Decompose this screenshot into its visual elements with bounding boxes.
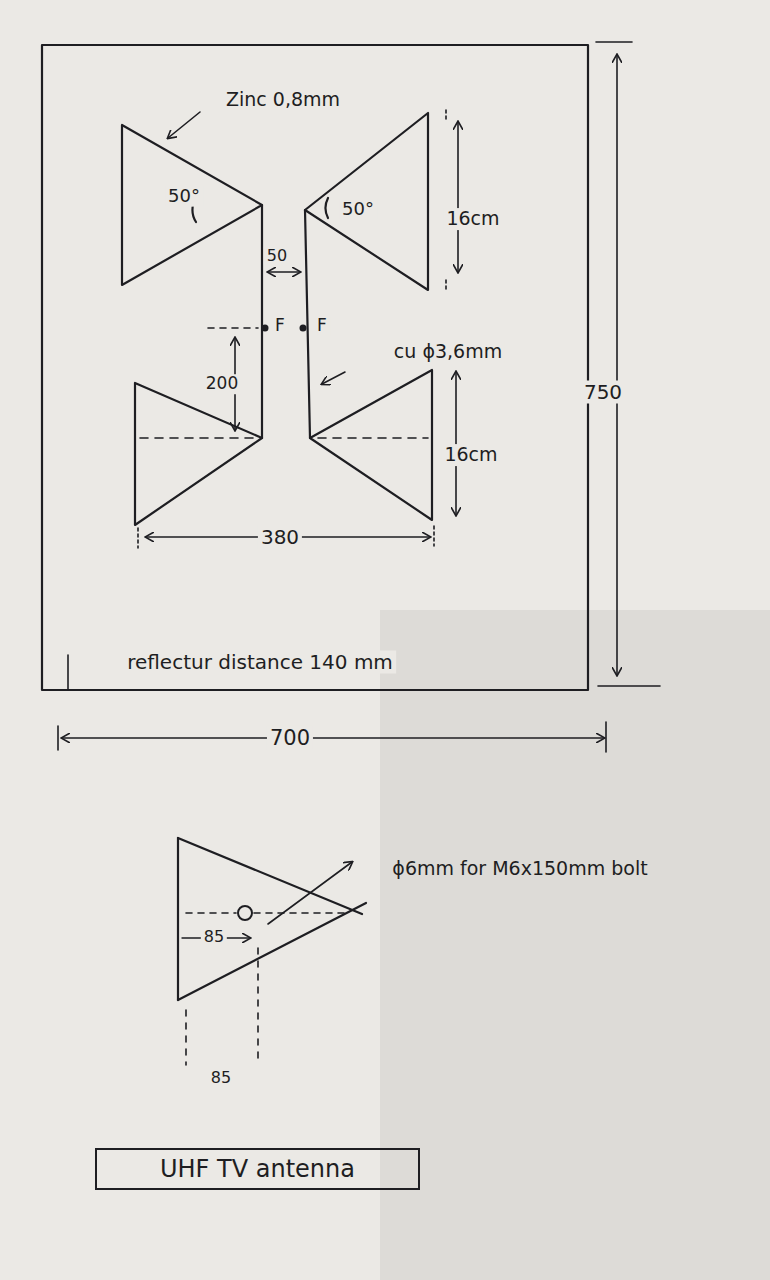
tick xyxy=(445,110,447,122)
leader-line xyxy=(168,112,200,138)
feed-wire xyxy=(261,205,263,438)
dimension-label: cu ϕ3,6mm xyxy=(391,341,505,363)
dimension-label: F xyxy=(314,316,330,336)
title-text: UHF TV antenna xyxy=(160,1155,355,1183)
reflector-outline xyxy=(42,45,588,690)
tick xyxy=(596,41,632,43)
dashed-line xyxy=(257,948,259,1065)
dimension-label: 16cm xyxy=(441,444,500,466)
dashed-line xyxy=(140,437,255,439)
dimension-label: 50° xyxy=(339,199,377,220)
feed-wire xyxy=(305,210,310,438)
feed-point xyxy=(300,325,307,332)
tick xyxy=(445,280,447,292)
bowtie-element xyxy=(305,113,428,290)
shadow xyxy=(380,610,770,1280)
bowtie-element xyxy=(310,370,432,520)
dashed-line xyxy=(186,912,236,914)
dimension-label: F xyxy=(272,316,288,336)
leader-line xyxy=(322,372,345,384)
dimension-label: 85 xyxy=(208,1069,234,1087)
tick xyxy=(433,526,435,546)
dimension-label: 85 xyxy=(201,928,227,946)
leader-line xyxy=(268,862,352,924)
dimension-label: Zinc 0,8mm xyxy=(223,89,343,111)
dimension-label: 700 xyxy=(267,726,313,750)
dimension-arrow xyxy=(616,55,618,675)
dimension-label: 50° xyxy=(165,186,203,207)
detail-element xyxy=(178,903,366,1000)
tick xyxy=(137,528,139,548)
dashed-line xyxy=(318,437,428,439)
dimension-label: ϕ6mm for M6x150mm bolt xyxy=(372,853,668,883)
dimension-arrow xyxy=(457,122,459,272)
dashed-line xyxy=(185,1010,187,1065)
dimension-label: 380 xyxy=(258,526,302,549)
dimension-label: 200 xyxy=(203,374,241,394)
dashed-line xyxy=(254,912,345,914)
feed-point xyxy=(262,325,269,332)
dimension-arrow xyxy=(268,271,300,273)
bolt-hole xyxy=(238,906,252,920)
tick xyxy=(605,722,607,752)
tick xyxy=(598,685,660,687)
title-box: UHF TV antenna xyxy=(95,1148,420,1190)
bowtie-element xyxy=(122,125,262,285)
detail-element xyxy=(177,838,179,1000)
dimension-label: 16cm xyxy=(443,208,502,230)
dimension-label: reflectur distance 140 mm xyxy=(124,651,396,674)
tick xyxy=(67,655,69,690)
tick xyxy=(57,726,59,750)
bowtie-element xyxy=(135,383,262,525)
dimension-label: 750 xyxy=(581,381,625,404)
dimension-arrow xyxy=(62,737,604,739)
dashed-line xyxy=(208,327,258,329)
angle-arc xyxy=(326,198,328,218)
dimension-label: 50 xyxy=(264,247,290,265)
detail-element xyxy=(178,838,362,914)
